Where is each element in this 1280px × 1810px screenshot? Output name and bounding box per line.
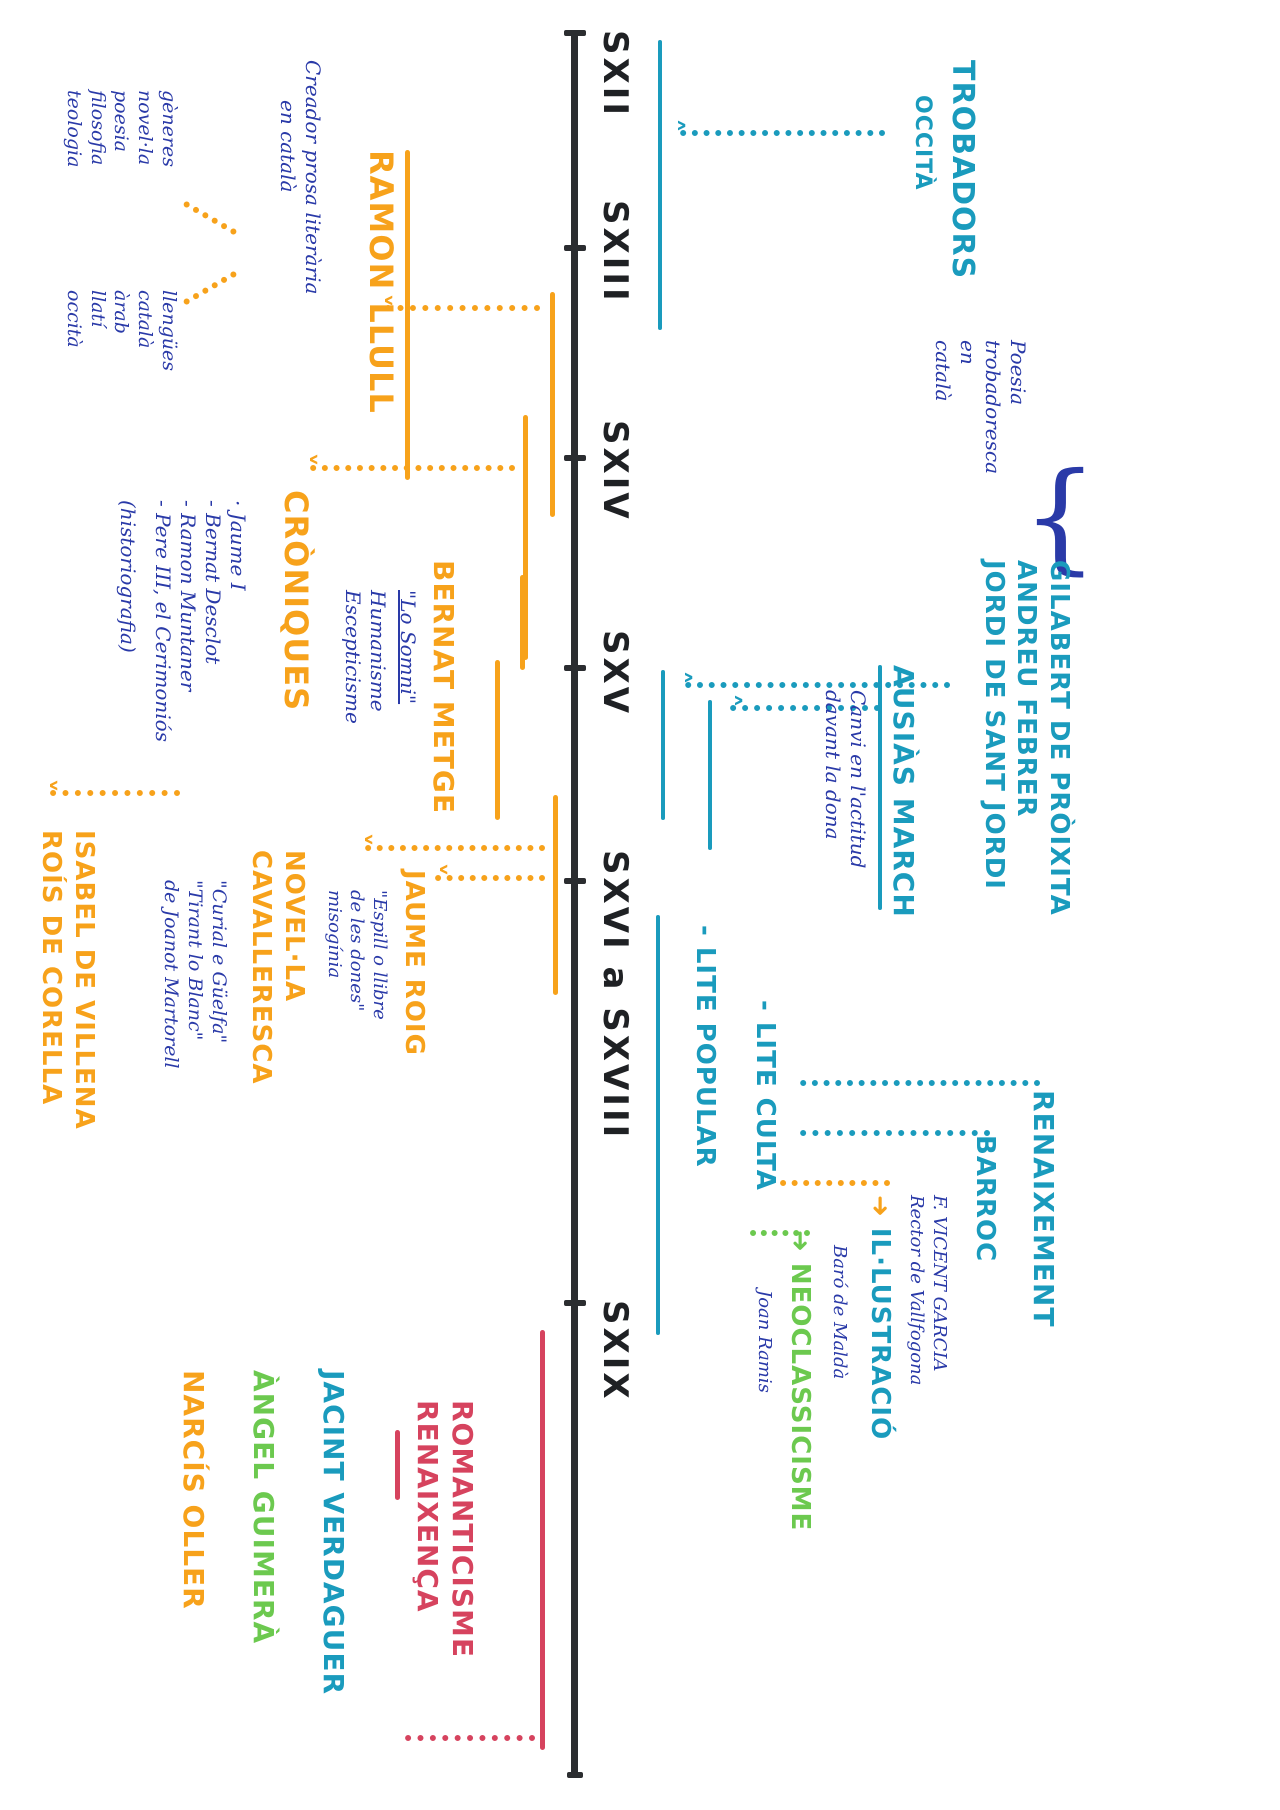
ramon-llull-name: RAMON LLULL xyxy=(362,150,400,414)
arrow-icon: ➜ xyxy=(785,1230,815,1263)
century-label: SXII xyxy=(595,30,635,119)
neoclassicisme-author: Joan Ramis xyxy=(754,1290,775,1393)
century-label: SXIV xyxy=(595,420,635,522)
barroc-connector xyxy=(800,1130,990,1136)
arrow-icon: ˅ xyxy=(340,832,375,847)
ausias-march-span xyxy=(708,700,712,850)
tick-sxii xyxy=(564,30,586,36)
tick-sxvi xyxy=(564,878,586,884)
author-jordi-de-sant-jordi: JORDI DE SANT JORDI xyxy=(979,560,1009,890)
bernat-metge-span xyxy=(495,660,500,820)
neoclassicisme-label: ➜ NEOCLASSICISME xyxy=(785,1230,815,1532)
tick-sxix xyxy=(564,1300,586,1306)
ausias-march-note: Canvi en l'actitud davant la dona xyxy=(821,690,870,869)
arrow-icon: ˅ xyxy=(285,452,320,467)
novella-cavalleresca-title: NOVEL·LA CAVALLERESCA xyxy=(246,850,310,1085)
tick-end xyxy=(567,1772,583,1778)
trobadors-span xyxy=(658,40,662,330)
ramon-llull-note: Creador prosa literària en català xyxy=(276,60,325,295)
trobadors-title: TROBADORS xyxy=(945,60,980,280)
croniques-list: · Jaume I - Bernat Desclot - Ramon Munta… xyxy=(116,500,250,742)
angel-guimera: ÀNGEL GUIMERÀ xyxy=(247,1370,280,1645)
modern-span xyxy=(656,915,660,1335)
jaume-roig-work: "Espill o llibre de les dones" misogínia xyxy=(324,890,390,1020)
croniques-title: CRÒNIQUES xyxy=(277,490,315,712)
renaixement-connector xyxy=(800,1080,1040,1086)
isabel-de-villena-name: ISABEL DE VILLENA ROÍS DE CORELLA xyxy=(36,830,100,1130)
illustracio-label: ➜ IL·LUSTRACIÓ xyxy=(865,1195,895,1441)
author-gilabert: GILABERT DE PRÒIXITA xyxy=(1044,560,1074,916)
tick-sxiii xyxy=(564,245,586,251)
renaixenca-label: RENAIXENÇA xyxy=(411,1400,444,1613)
poesia-trobadoresca-note: Poesia trobadoresca en català xyxy=(931,340,1030,474)
century-label: SXIX xyxy=(595,1300,635,1402)
jaume-roig-name: JAUME ROIG xyxy=(399,870,429,1056)
lite-popular: - LITE POPULAR xyxy=(690,925,720,1168)
bernat-metge-work: "Lo Somni" xyxy=(396,590,420,705)
jacint-verdaguer: JACINT VERDAGUER xyxy=(317,1370,350,1696)
renaixenca-marker xyxy=(395,1430,400,1500)
illustracio-connector xyxy=(780,1180,890,1186)
illustracio-author: Baró de Maldà xyxy=(829,1245,850,1380)
arrow-icon: ˄ xyxy=(653,118,688,133)
ramon-llull-underline xyxy=(405,150,410,480)
tick-sxiv xyxy=(564,455,586,461)
bernat-metge-traits: Humanisme Escepticisme xyxy=(341,590,390,724)
arrow-icon: ˅ xyxy=(25,778,60,793)
novella-cavalleresca-works: "Curial e Güelfa" "Tirant lo Blanc" de J… xyxy=(160,880,231,1069)
ausias-underline xyxy=(878,665,882,910)
sxv-span xyxy=(553,795,558,995)
ramon-llull-generes: gèneres novel·la poesia filosofia teolog… xyxy=(63,90,180,168)
ramon-llull-llengues: llengües català àrab llatí occità xyxy=(63,290,180,372)
tick-sxv xyxy=(564,665,586,671)
renaixement-label: RENAIXEMENT xyxy=(1027,1090,1060,1328)
isabel-connector xyxy=(50,790,180,796)
ramon-llull-span xyxy=(550,292,555,517)
timeline-spine xyxy=(571,30,578,1775)
bernat-metge-name: BERNAT METGE xyxy=(427,560,460,815)
trobadors-subtitle: OCCITÀ xyxy=(910,95,935,191)
trobadors-connector xyxy=(680,130,885,136)
poesia-trobadoresca-authors: GILABERT DE PRÒIXITA ANDREU FEBRER JORDI… xyxy=(978,560,1076,916)
croniques-connector xyxy=(310,465,515,471)
jaume-roig-connector xyxy=(435,875,545,881)
barroc-author: F. VICENT GARCIA Rector de Vallfogona xyxy=(906,1195,951,1386)
century-label: SXV xyxy=(595,630,635,717)
sxix-movements: ROMANTICISME RENAIXENÇA xyxy=(410,1400,480,1658)
arrow-icon: ˄ xyxy=(710,693,745,708)
narcis-oller: NARCÍS OLLER xyxy=(177,1370,210,1610)
barroc-label: BARROC xyxy=(970,1135,1000,1263)
arrow-icon: ˄ xyxy=(660,670,695,685)
century-label: SXVI a SXVIII xyxy=(595,850,635,1141)
lite-culta: - LITE CULTA xyxy=(750,1000,780,1191)
novella-connector xyxy=(365,845,545,851)
poesia-span xyxy=(661,670,665,820)
romanticisme-label: ROMANTICISME xyxy=(446,1400,479,1658)
bernat-metge-span-2 xyxy=(520,575,525,670)
ausias-march-name: AUSIÀS MARCH xyxy=(887,665,920,918)
century-label: SXIII xyxy=(595,200,635,304)
author-andreu-febrer: ANDREU FEBRER xyxy=(1011,560,1042,818)
sxix-span xyxy=(540,1330,545,1750)
arrow-icon: ➜ xyxy=(865,1195,895,1228)
renaixenca-connector xyxy=(405,1735,535,1741)
